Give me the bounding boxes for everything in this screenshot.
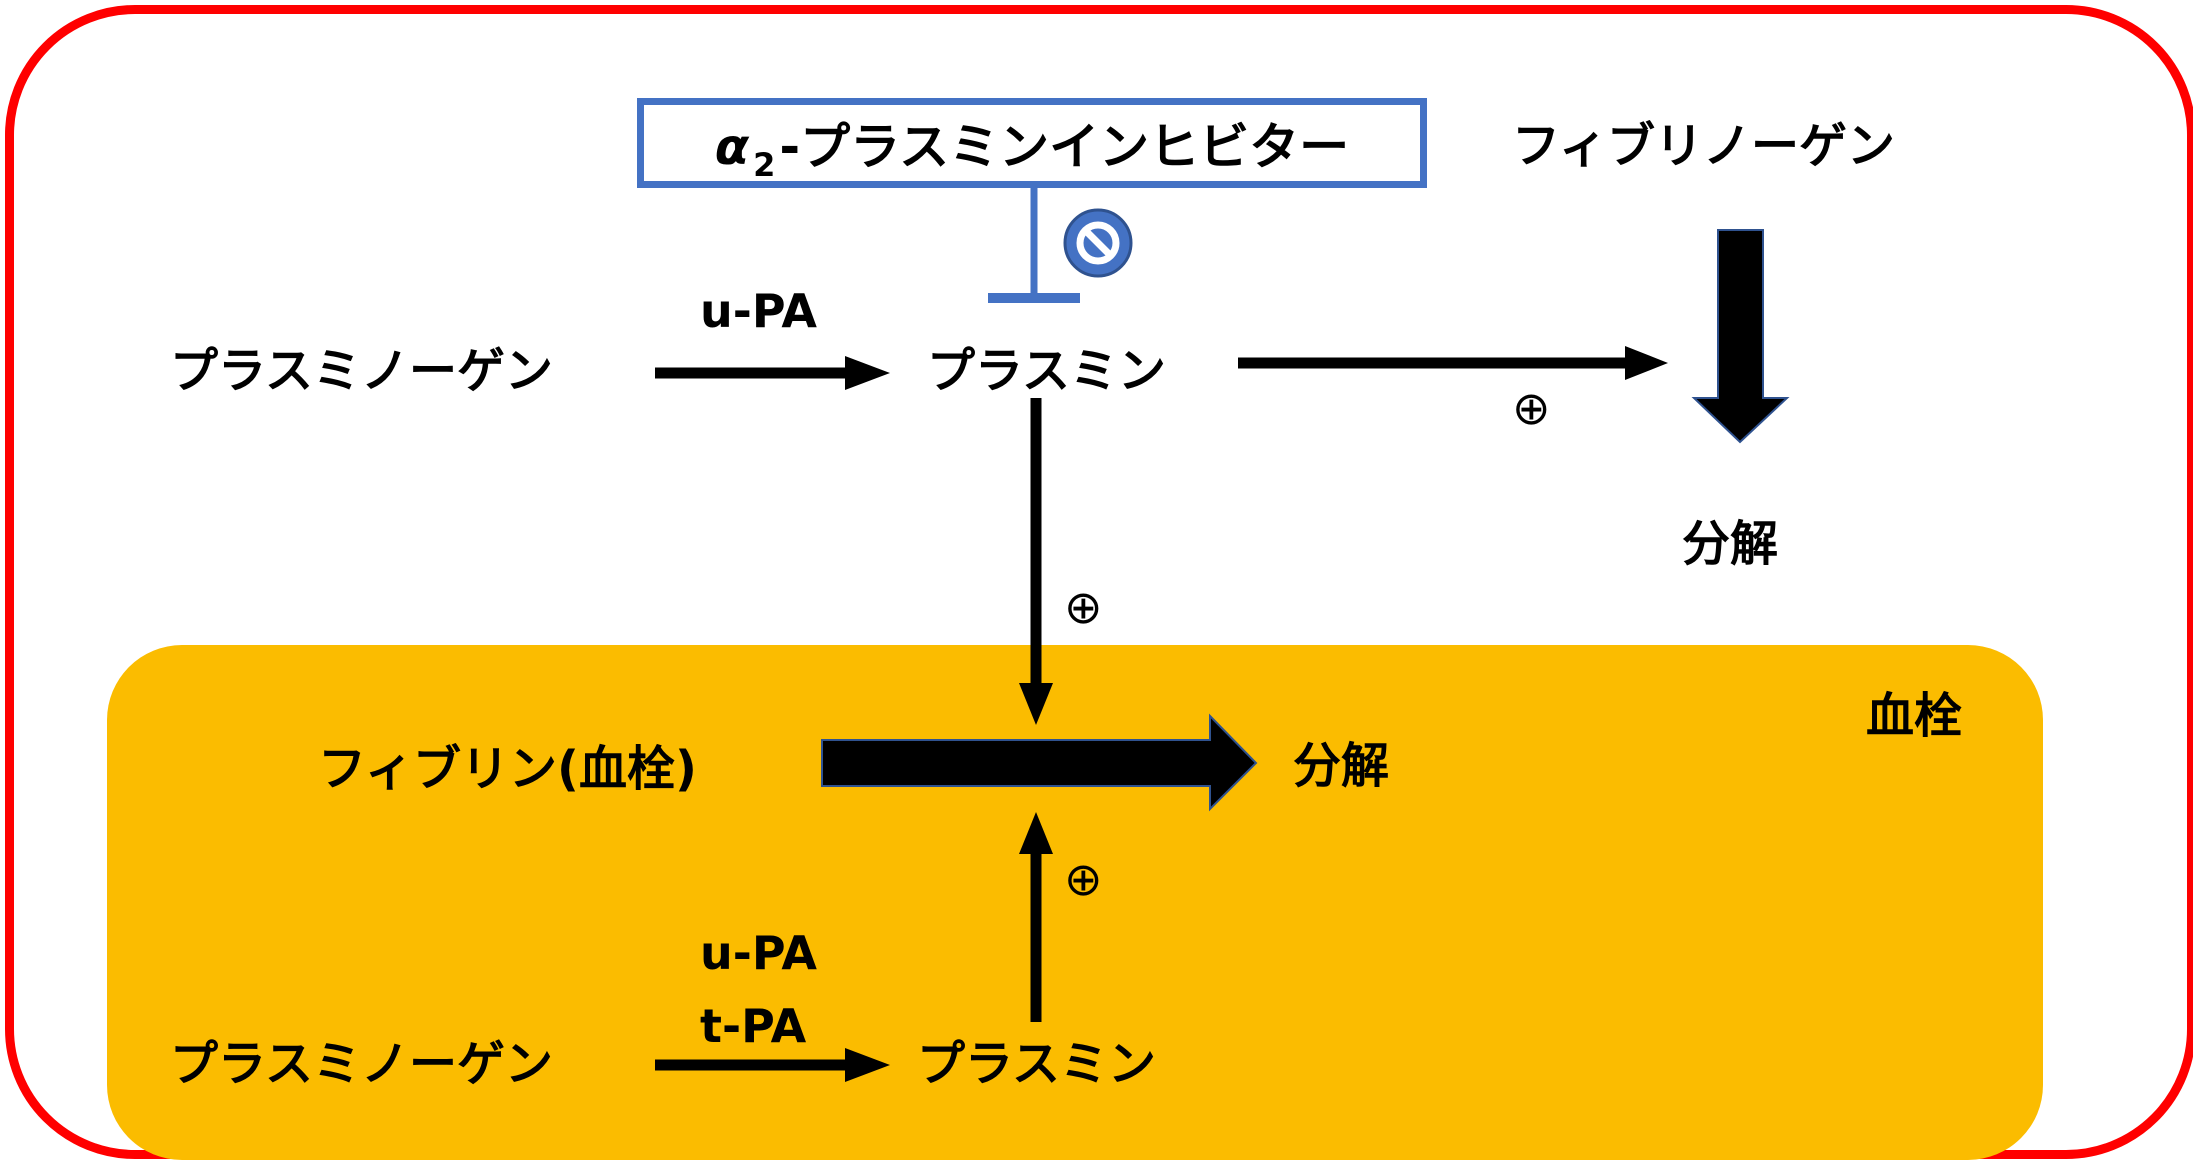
clot-area (107, 645, 2043, 1160)
plus-sign-top: ⊕ (1512, 381, 1551, 435)
arrow-plasmin-to-fibrinogen (1238, 346, 1668, 380)
arrow-plasmin-to-fibrin-bottom (1019, 812, 1053, 1022)
inhibition-bar (988, 188, 1080, 303)
plus-sign-bottom: ⊕ (1064, 852, 1103, 906)
top-plasmin-label: プラスミン (927, 343, 1167, 399)
clot-area-label: 血栓 (1866, 688, 1963, 744)
bottom-tpa-label: t-PA (700, 999, 807, 1053)
arrow-fibrinogen-degradation (1691, 229, 1790, 444)
fibrinogen-label: フィブリノーゲン (1512, 118, 1896, 174)
plus-sign-vertical: ⊕ (1064, 580, 1103, 634)
inhibitor-name: -プラスミンインヒビター (779, 118, 1350, 176)
arrow-plasmin-to-fibrin (1019, 398, 1053, 725)
inhibitor-alpha: α (714, 118, 750, 176)
inhibitor-subscript: 2 (753, 146, 776, 184)
fibrin-label: フィブリン(血栓) (318, 741, 697, 797)
bottom-plasmin-label: プラスミン (917, 1036, 1157, 1092)
top-upa-label: u-PA (700, 284, 817, 338)
fibrin-degradation-label: 分解 (1293, 738, 1390, 794)
arrow-fibrin-degradation (821, 713, 1258, 812)
arrow-plasminogen-to-plasmin-bottom (655, 1048, 890, 1082)
arrow-plasminogen-to-plasmin-top (655, 356, 890, 390)
prohibition-icon (1063, 208, 1133, 278)
top-plasminogen-label: プラスミノーゲン (170, 343, 554, 399)
fibrinogen-degradation-label: 分解 (1682, 516, 1779, 572)
bottom-upa-label: u-PA (700, 926, 817, 980)
bottom-plasminogen-label: プラスミノーゲン (170, 1036, 554, 1092)
